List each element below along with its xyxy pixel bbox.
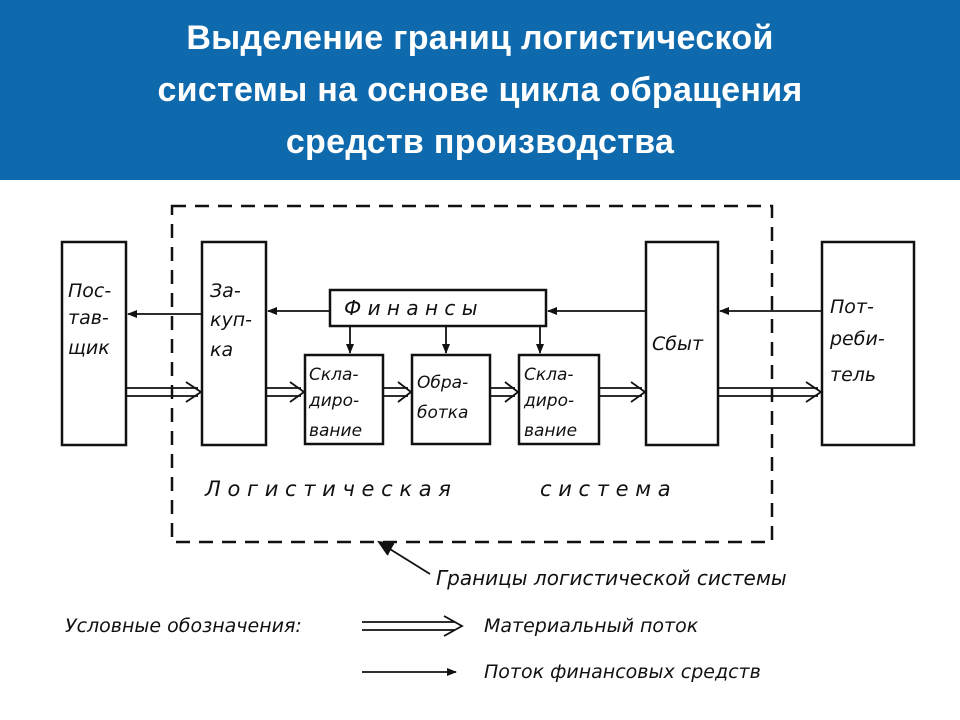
consumer-label-2: реби- <box>829 328 885 350</box>
processing-label-2: ботка <box>417 403 468 423</box>
finance-label: Ф и н а н с ы <box>344 296 478 320</box>
consumer-label-3: тель <box>830 364 876 386</box>
supplier-label-3: щик <box>68 337 110 359</box>
mat-arrow-warehousing-2-to-sales <box>599 381 647 403</box>
system-label-system: с и с т е м а <box>540 477 671 501</box>
mat-arrow-processing-to-warehousing-2 <box>490 381 520 403</box>
mat-arrow-warehousing-1-to-processing <box>383 381 413 403</box>
warehousing-2-label-2: диро- <box>523 391 574 411</box>
legend-material-arrow <box>362 615 464 637</box>
sales-box <box>644 240 720 447</box>
title-banner: Выделение границ логистической системы н… <box>0 0 960 180</box>
warehousing-1-label-3: вание <box>309 421 362 441</box>
consumer-box <box>820 240 916 447</box>
mat-arrow-sales-to-consumer <box>718 381 823 403</box>
supplier-label-1: Пос- <box>68 280 111 302</box>
procurement-label-1: За- <box>210 280 241 302</box>
supplier-box <box>60 240 128 447</box>
title-line-2: системы на основе цикла обращения <box>157 71 803 109</box>
title-line-3: средств производства <box>285 123 675 161</box>
title-line-1: Выделение границ логистической <box>186 19 774 57</box>
procurement-label-3: ка <box>210 339 233 361</box>
procurement-box <box>200 240 268 447</box>
system-boundary <box>170 204 774 544</box>
boundary-label: Границы логистической системы <box>436 566 787 590</box>
financial-flows <box>127 307 822 354</box>
warehousing-2-label-3: вание <box>524 421 577 441</box>
legend-material-label: Материальный поток <box>484 615 699 637</box>
consumer-label-1: Пот- <box>830 296 874 318</box>
procurement-label-2: куп- <box>210 309 252 331</box>
finance-box <box>328 288 548 328</box>
warehousing-2-box <box>517 353 601 446</box>
warehousing-1-box <box>303 353 385 446</box>
legend-financial-label: Поток финансовых средств <box>484 661 761 683</box>
sales-label: Сбыт <box>652 333 704 355</box>
mat-arrow-supplier-to-procurement <box>126 381 203 403</box>
warehousing-1-label-2: диро- <box>308 391 359 411</box>
supplier-label-2: тав- <box>68 307 109 329</box>
boundary-pointer <box>377 540 431 575</box>
warehousing-2-label-1: Скла- <box>524 365 574 385</box>
processing-label-1: Обра- <box>417 373 468 393</box>
mat-arrow-procurement-to-warehousing-1 <box>266 381 306 403</box>
material-flows <box>126 381 823 403</box>
system-label-logistic: Л о г и с т и ч е с к а я <box>204 477 451 501</box>
legend-title: Условные обозначения: <box>65 615 302 637</box>
processing-box <box>410 353 492 446</box>
warehousing-1-label-1: Скла- <box>309 365 359 385</box>
